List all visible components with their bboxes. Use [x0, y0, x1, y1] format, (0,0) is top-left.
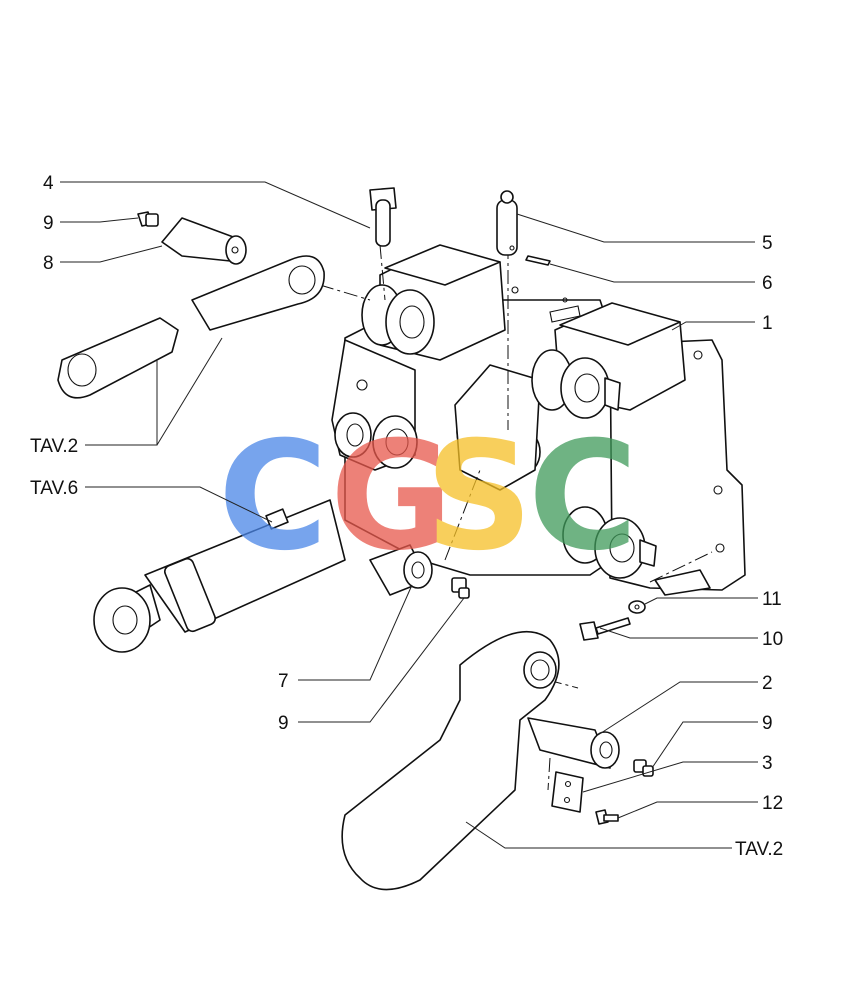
label-2: 2	[762, 673, 773, 694]
label-9-top: 9	[43, 213, 54, 234]
part-4-retaining-pin	[369, 187, 397, 247]
part-9-grease-nipple-top	[137, 211, 159, 227]
label-tav2-bottom: TAV.2	[735, 839, 783, 860]
part-3-locking-plate	[551, 771, 584, 813]
label-9-middle: 9	[278, 713, 289, 734]
watermark-letter: S	[425, 410, 533, 584]
upper-link-arm	[191, 255, 325, 331]
label-1: 1	[762, 313, 773, 334]
part-5-long-pin	[496, 190, 518, 256]
part-12-screw	[595, 809, 619, 825]
label-12: 12	[762, 793, 783, 814]
label-4: 4	[43, 173, 54, 194]
label-8: 8	[43, 253, 54, 274]
main-frame-part	[331, 244, 746, 596]
label-6: 6	[762, 273, 773, 294]
watermark-letter: C	[218, 410, 328, 584]
part-labels: 4 9 8 5 6 1 TAV.2 TAV.6 11 10 7 9 2 9 3 …	[30, 173, 783, 860]
watermark-logo: C G S C	[218, 410, 638, 584]
part-11-washer	[628, 600, 646, 614]
lower-link-arm	[57, 317, 179, 399]
watermark-letter: G	[330, 410, 453, 584]
part-8-pivot-pin	[161, 217, 247, 265]
label-7: 7	[278, 671, 289, 692]
label-3: 3	[762, 753, 773, 774]
part-2-lever-pin	[527, 717, 620, 769]
lift-lever-arm	[341, 630, 560, 891]
part-6-split-pin	[525, 255, 551, 266]
label-10: 10	[762, 629, 783, 650]
label-tav6: TAV.6	[30, 478, 78, 499]
label-9-bottom: 9	[762, 713, 773, 734]
label-tav2-top: TAV.2	[30, 436, 78, 457]
assembly-axis-lines	[319, 244, 713, 791]
label-11: 11	[762, 589, 782, 610]
label-5: 5	[762, 233, 773, 254]
part-7-bushing	[369, 544, 433, 596]
hydraulic-cylinder	[93, 499, 346, 653]
part-10-bolt	[579, 617, 631, 641]
watermark-letter: C	[528, 410, 638, 584]
leader-lines	[60, 181, 758, 849]
